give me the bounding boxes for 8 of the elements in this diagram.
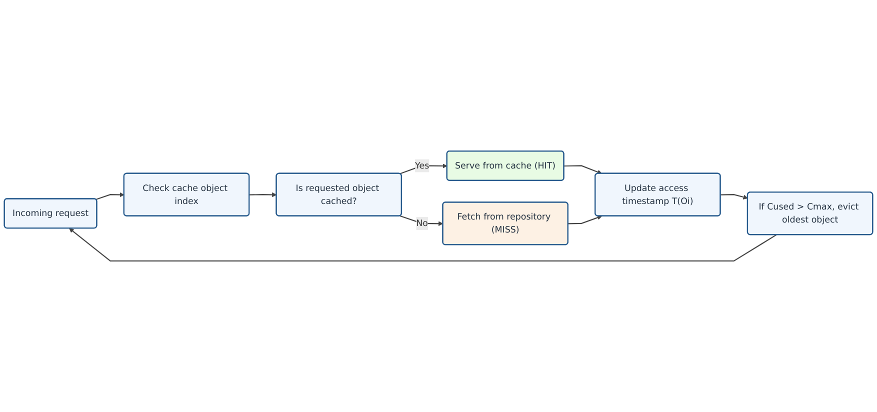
arrow bbox=[568, 215, 602, 224]
arrow bbox=[96, 192, 124, 200]
edge-label: Yes bbox=[415, 160, 430, 171]
edge-label: No bbox=[416, 218, 428, 228]
arrow bbox=[720, 194, 748, 200]
arrow bbox=[564, 165, 602, 174]
arrow bbox=[69, 228, 777, 262]
arrow bbox=[249, 192, 277, 198]
